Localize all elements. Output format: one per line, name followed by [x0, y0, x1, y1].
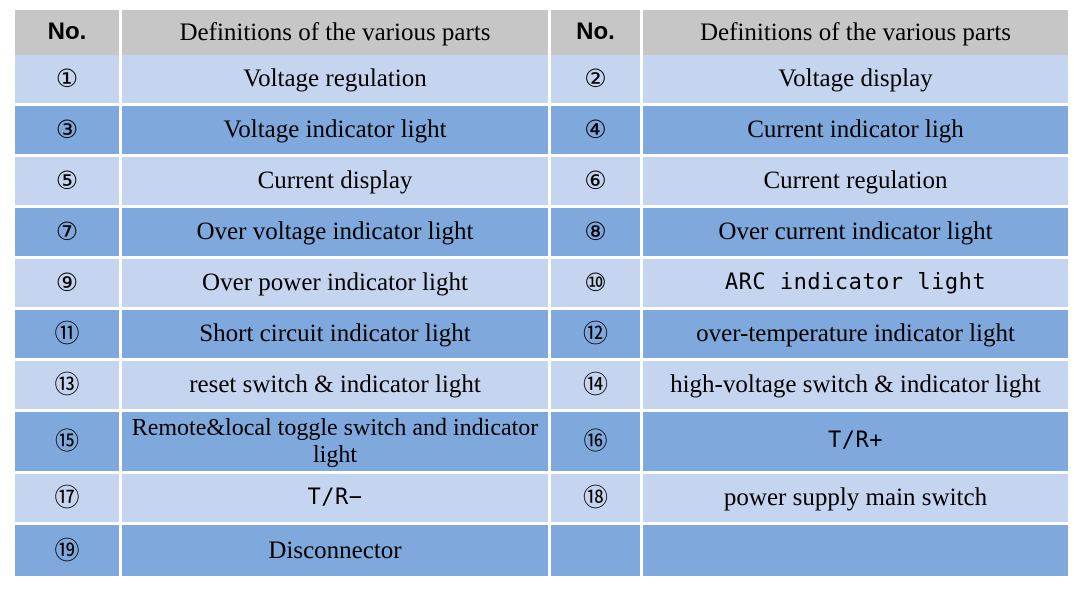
- definition-text: Over power indicator light: [202, 269, 468, 297]
- table-row: ③ Voltage indicator light ④ Current indicat…: [15, 106, 1068, 157]
- cell-number-right: ④: [551, 106, 643, 157]
- cell-number-right: ⑩: [551, 259, 643, 310]
- cell-definition-right: T/R+: [643, 412, 1068, 474]
- definition-text: high-voltage switch & indicator light: [670, 371, 1041, 399]
- table-row: ⑲ Disconnector: [15, 525, 1068, 576]
- cell-definition-right: Over current indicator light: [643, 208, 1068, 259]
- cell-definition-right: [643, 525, 1068, 576]
- cell-number-right: ⑯: [551, 412, 643, 474]
- definition-text: Remote&local toggle switch and indicator…: [131, 414, 539, 468]
- cell-number-left: ③: [15, 106, 122, 157]
- table-row: ⑦ Over voltage indicator light ⑧ Over curre…: [15, 208, 1068, 259]
- cell-number-right: ⑭: [551, 361, 643, 412]
- table-row: ⑬ reset switch & indicator light ⑭ high-vol…: [15, 361, 1068, 412]
- cell-definition-left: Current display: [122, 157, 551, 208]
- parts-definition-table-container: No. Definitions of the various parts No.…: [15, 10, 1068, 584]
- cell-number-right: [551, 525, 643, 576]
- cell-number-right: ⑥: [551, 157, 643, 208]
- definition-text: Voltage indicator light: [223, 116, 447, 144]
- definition-text: Over voltage indicator light: [196, 218, 474, 246]
- cell-definition-left: Voltage indicator light: [122, 106, 551, 157]
- cell-number-left: ①: [15, 55, 122, 106]
- cell-definition-left: Remote&local toggle switch and indicator…: [122, 412, 551, 474]
- definition-text: power supply main switch: [723, 484, 988, 512]
- definition-text: T/R+: [828, 428, 883, 454]
- cell-number-left: ⑤: [15, 157, 122, 208]
- table-row: ① Voltage regulation ② Voltage display: [15, 55, 1068, 106]
- definition-text: over-temperature indicator light: [696, 320, 1015, 348]
- definition-text: Current indicator ligh: [747, 116, 964, 144]
- cell-definition-right: ARC indicator light: [643, 259, 1068, 310]
- definition-text: Voltage display: [778, 65, 933, 93]
- table-row: ⑪ Short circuit indicator light ⑫ over-temp…: [15, 310, 1068, 361]
- cell-number-left: ⑰: [15, 474, 122, 525]
- definition-text: Short circuit indicator light: [199, 320, 471, 348]
- cell-number-left: ⑨: [15, 259, 122, 310]
- column-header-definition-right: Definitions of the various parts: [643, 10, 1068, 55]
- cell-definition-right: Current indicator ligh: [643, 106, 1068, 157]
- parts-definition-table: No. Definitions of the various parts No.…: [15, 10, 1068, 576]
- cell-definition-right: over-temperature indicator light: [643, 310, 1068, 361]
- cell-number-left: ⑬: [15, 361, 122, 412]
- cell-number-left: ⑲: [15, 525, 122, 576]
- cell-number-right: ⑧: [551, 208, 643, 259]
- definition-text: Current regulation: [763, 167, 948, 195]
- cell-definition-left: Short circuit indicator light: [122, 310, 551, 361]
- definition-text: Over current indicator light: [718, 218, 993, 246]
- column-header-no-right: No.: [551, 10, 643, 55]
- cell-definition-left: Disconnector: [122, 525, 551, 576]
- cell-definition-right: high-voltage switch & indicator light: [643, 361, 1068, 412]
- table-header: No. Definitions of the various parts No.…: [15, 10, 1068, 55]
- cell-definition-left: T/R−: [122, 474, 551, 525]
- column-header-definition-left: Definitions of the various parts: [122, 10, 551, 55]
- table-row: ⑨ Over power indicator light ⑩ ARC indicato…: [15, 259, 1068, 310]
- cell-number-right: ⑫: [551, 310, 643, 361]
- cell-definition-left: reset switch & indicator light: [122, 361, 551, 412]
- table-row: ⑤ Current display ⑥ Current regulation: [15, 157, 1068, 208]
- table-body: ① Voltage regulation ② Voltage display ③ Volt…: [15, 55, 1068, 576]
- definition-text: T/R−: [307, 485, 363, 511]
- table-row: ⑰ T/R− ⑱ power supply main switch: [15, 474, 1068, 525]
- cell-number-right: ②: [551, 55, 643, 106]
- column-header-no-left: No.: [15, 10, 122, 55]
- cell-definition-right: Voltage display: [643, 55, 1068, 106]
- cell-number-left: ⑪: [15, 310, 122, 361]
- definition-text: Current display: [257, 167, 413, 195]
- definition-text: Voltage regulation: [243, 65, 427, 93]
- header-row: No. Definitions of the various parts No.…: [15, 10, 1068, 55]
- cell-definition-left: Over power indicator light: [122, 259, 551, 310]
- cell-definition-left: Voltage regulation: [122, 55, 551, 106]
- cell-number-right: ⑱: [551, 474, 643, 525]
- cell-definition-left: Over voltage indicator light: [122, 208, 551, 259]
- cell-definition-right: Current regulation: [643, 157, 1068, 208]
- cell-definition-right: power supply main switch: [643, 474, 1068, 525]
- definition-text: ARC indicator light: [724, 270, 987, 296]
- cell-number-left: ⑦: [15, 208, 122, 259]
- cell-number-left: ⑮: [15, 412, 122, 474]
- definition-text: Disconnector: [268, 536, 402, 564]
- definition-text: reset switch & indicator light: [189, 371, 481, 399]
